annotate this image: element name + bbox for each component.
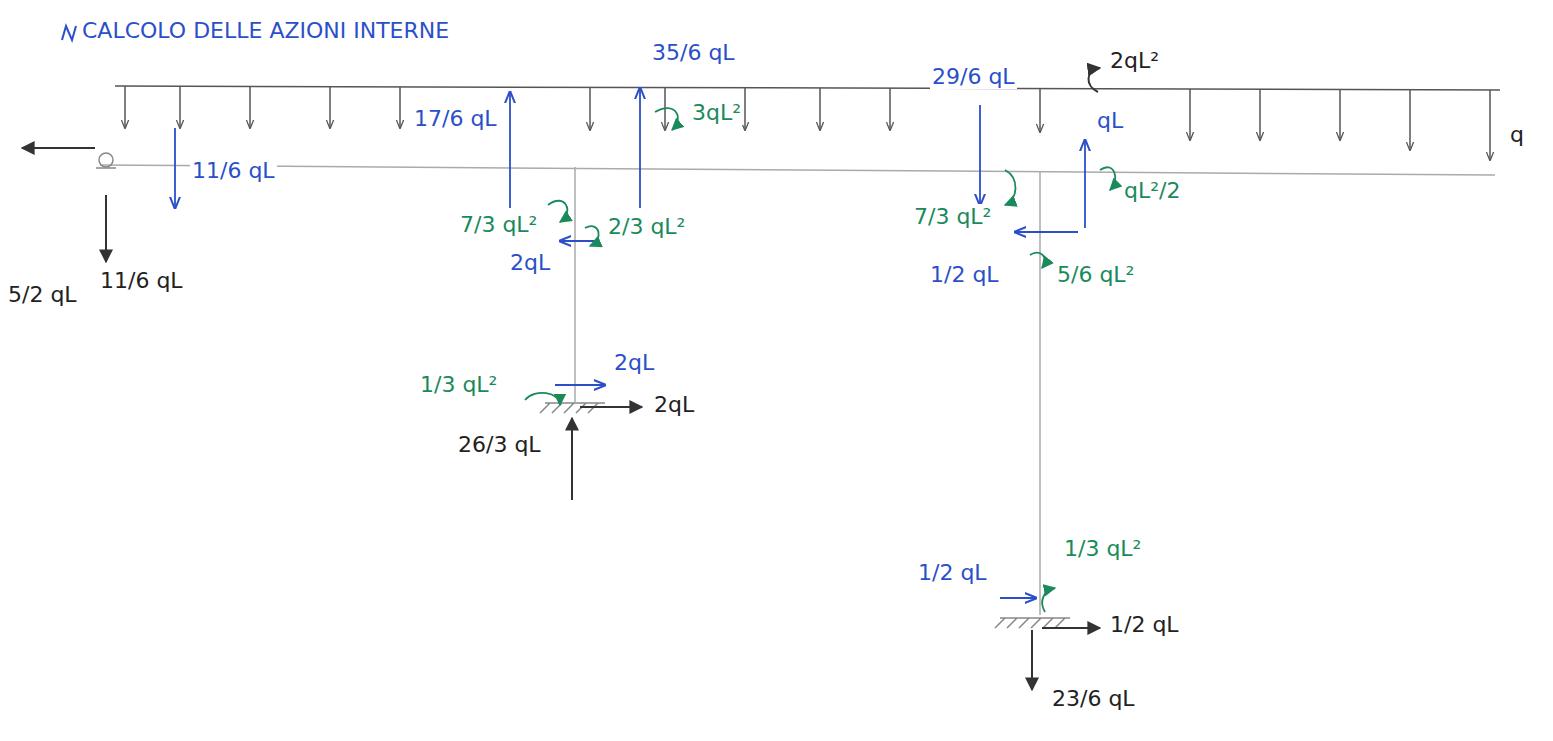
force-label: 1/2 qL (928, 262, 1001, 287)
force-label: 17/6 qL (412, 106, 499, 131)
force-label: 5/2 qL (6, 282, 79, 307)
reaction-arrows (22, 68, 1100, 690)
internal-moments (525, 108, 1115, 612)
force-label: qL²/2 (1122, 178, 1182, 203)
distributed-load (115, 86, 1500, 160)
force-label: 26/3 qL (456, 432, 543, 457)
force-label: 1/2 qL (1108, 612, 1181, 637)
force-label: 5/6 qL² (1055, 262, 1136, 287)
supports (96, 153, 1070, 628)
force-label: 23/6 qL (1050, 686, 1137, 711)
force-label: qL (1095, 108, 1125, 133)
force-label: 7/3 qL² (912, 204, 993, 229)
force-label: q (1508, 122, 1526, 147)
force-label: 7/3 qL² (458, 212, 539, 237)
force-label: 35/6 qL (650, 40, 737, 65)
force-label: 29/6 qL (930, 64, 1017, 89)
force-label: 1/2 qL (916, 560, 989, 585)
force-label: 1/3 qL² (1062, 536, 1143, 561)
title: CALCOLO DELLE AZIONI INTERNE (82, 18, 449, 43)
force-label: 11/6 qL (190, 158, 277, 183)
force-label: 2qL² (1108, 48, 1161, 73)
title-mark (62, 26, 76, 40)
force-label: 2qL (508, 250, 552, 275)
force-label: 3qL² (690, 100, 743, 125)
force-label: 1/3 qL² (418, 372, 499, 397)
force-label: 2qL (612, 350, 656, 375)
internal-forces (175, 88, 1085, 598)
frame (100, 165, 1495, 615)
force-label: 2/3 qL² (606, 214, 687, 239)
force-label: 11/6 qL (98, 268, 185, 293)
force-label: 2qL (652, 392, 696, 417)
